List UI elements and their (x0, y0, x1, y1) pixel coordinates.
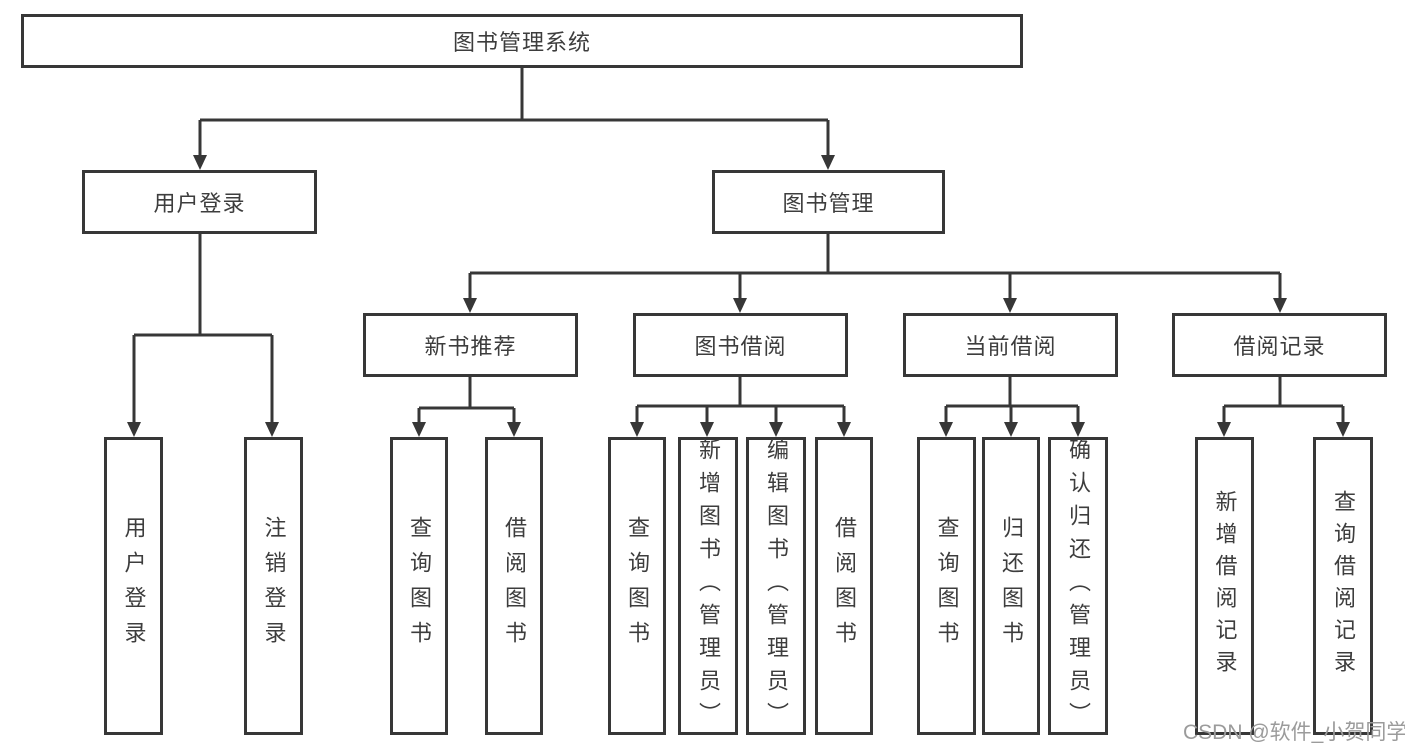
arrowhead-icon (265, 422, 279, 437)
node-borrow-books-leaf: 借阅图书 (815, 437, 873, 735)
node-label: 归还图书 (999, 516, 1024, 656)
node-label: 新增借阅记录 (1212, 490, 1238, 682)
arrowhead-icon (1336, 422, 1350, 437)
node-confirm-return-admin: 确认归还（管理员） (1048, 437, 1108, 735)
node-label: 借阅图书 (832, 516, 857, 656)
node-label: 编辑图书（管理员） (764, 437, 789, 735)
node-recommend-borrow-books: 借阅图书 (485, 437, 543, 735)
node-label: 新增图书（管理员） (696, 437, 721, 735)
node-query-borrow-record: 查询借阅记录 (1313, 437, 1373, 735)
arrowhead-icon (630, 422, 644, 437)
node-label: 新书推荐 (424, 334, 517, 359)
arrowhead-icon (700, 422, 714, 437)
node-edit-books-admin: 编辑图书（管理员） (746, 437, 806, 735)
arrowhead-icon (837, 422, 851, 437)
arrowheads (127, 155, 1350, 437)
arrowhead-icon (193, 155, 207, 170)
arrowhead-icon (733, 298, 747, 313)
node-label: 当前借阅 (964, 334, 1057, 359)
node-book-management: 图书管理 (712, 170, 945, 234)
connector-path (132, 68, 1345, 424)
node-label: 图书管理 (782, 191, 875, 216)
node-user-login-leaf: 用户登录 (104, 437, 163, 735)
node-label: 查询图书 (407, 516, 432, 656)
node-label: 图书借阅 (694, 334, 787, 359)
node-label: 确认归还（管理员） (1066, 437, 1091, 735)
arrowhead-icon (939, 422, 953, 437)
arrowhead-icon (1004, 422, 1018, 437)
arrowhead-icon (412, 422, 426, 437)
node-label: 图书管理系统 (452, 30, 591, 55)
arrowhead-icon (821, 155, 835, 170)
node-label: 用户登录 (121, 516, 147, 656)
arrowhead-icon (1071, 422, 1085, 437)
node-logout-leaf: 注销登录 (244, 437, 303, 735)
node-label: 查询图书 (625, 516, 650, 656)
node-label: 借阅记录 (1233, 334, 1326, 359)
node-book-borrow: 图书借阅 (633, 313, 848, 377)
node-add-borrow-record: 新增借阅记录 (1195, 437, 1254, 735)
node-current-query-books: 查询图书 (917, 437, 976, 735)
csdn-watermark: CSDN @软件_小贺同学 (1183, 721, 1405, 744)
node-new-book-recommend: 新书推荐 (363, 313, 578, 377)
node-label: 注销登录 (261, 516, 287, 656)
node-borrow-records: 借阅记录 (1172, 313, 1387, 377)
node-add-books-admin: 新增图书（管理员） (678, 437, 738, 735)
node-label: 查询借阅记录 (1331, 490, 1356, 682)
node-label: 查询图书 (934, 516, 960, 656)
node-label: 用户登录 (153, 191, 246, 216)
node-return-books: 归还图书 (982, 437, 1040, 735)
arrowhead-icon (507, 422, 521, 437)
arrowhead-icon (463, 298, 477, 313)
arrowhead-icon (1273, 298, 1287, 313)
node-user-login-module: 用户登录 (82, 170, 317, 234)
node-current-borrow: 当前借阅 (903, 313, 1118, 377)
arrowhead-icon (769, 422, 783, 437)
arrowhead-icon (127, 422, 141, 437)
arrowhead-icon (1003, 298, 1017, 313)
arrowhead-icon (1217, 422, 1231, 437)
node-system-root: 图书管理系统 (21, 14, 1023, 68)
node-label: 借阅图书 (502, 516, 527, 656)
node-borrow-query-books: 查询图书 (608, 437, 666, 735)
node-recommend-query-books: 查询图书 (390, 437, 448, 735)
